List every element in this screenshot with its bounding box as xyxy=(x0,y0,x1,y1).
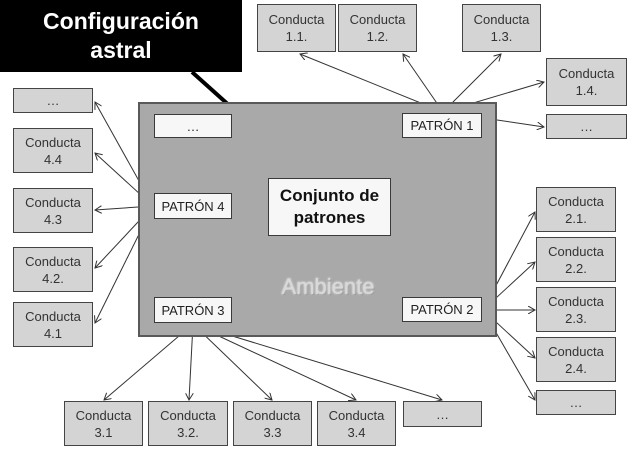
pattern-4: PATRÓN 4 xyxy=(154,193,232,219)
behavior-4-1: Conducta 4.1 xyxy=(13,302,93,347)
behavior-3-1: Conducta 3.1 xyxy=(64,401,143,446)
behavior-1-3: Conducta 1.3. xyxy=(462,4,541,52)
behavior-2-more: … xyxy=(536,390,616,415)
behavior-4-more: … xyxy=(13,88,93,113)
behavior-1-more: … xyxy=(546,114,627,139)
behavior-4-4: Conducta 4.4 xyxy=(13,128,93,173)
behavior-1-1: Conducta 1.1. xyxy=(257,4,336,52)
behavior-1-2: Conducta 1.2. xyxy=(338,4,417,52)
behavior-4-2: Conducta 4.2. xyxy=(13,247,93,292)
pattern-3: PATRÓN 3 xyxy=(154,297,232,323)
behavior-2-2: Conducta 2.2. xyxy=(536,237,616,282)
title-box: Configuración astral xyxy=(0,0,242,72)
behavior-2-4: Conducta 2.4. xyxy=(536,337,616,382)
behavior-3-4: Conducta 3.4 xyxy=(317,401,396,446)
pattern-2: PATRÓN 2 xyxy=(402,297,482,322)
pattern-set-node: Conjunto de patrones xyxy=(268,178,391,236)
behavior-2-3: Conducta 2.3. xyxy=(536,287,616,332)
behavior-3-3: Conducta 3.3 xyxy=(233,401,312,446)
behavior-1-4: Conducta 1.4. xyxy=(546,58,627,106)
environment-label: Ambiente xyxy=(281,274,375,299)
behavior-3-2: Conducta 3.2. xyxy=(148,401,228,446)
title-text: Configuración astral xyxy=(43,8,199,63)
behavior-3-more: … xyxy=(403,401,482,427)
pattern-1: PATRÓN 1 xyxy=(402,113,482,138)
pattern-set-label: Conjunto de patrones xyxy=(279,186,380,227)
behavior-2-1: Conducta 2.1. xyxy=(536,187,616,232)
pattern-more: … xyxy=(154,114,232,138)
behavior-4-3: Conducta 4.3 xyxy=(13,188,93,233)
